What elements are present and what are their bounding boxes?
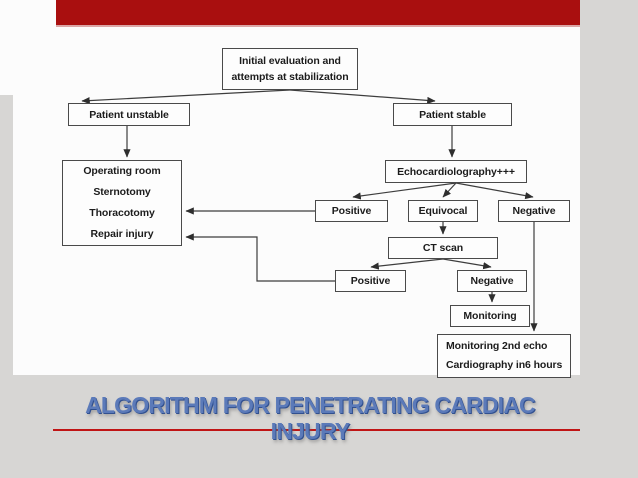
node-echocardiography-label: Echocardiolography+++ [397,165,515,178]
node-echo-equivocal: Equivocal [408,200,478,222]
node-patient-stable-label: Patient stable [419,108,486,121]
slide-background-corner [0,0,56,95]
node-second-echo-line1: Monitoring 2nd echo [446,340,548,352]
node-initial-evaluation: Initial evaluation and attempts at stabi… [222,48,358,90]
node-ct-scan: CT scan [388,237,498,259]
node-initial-evaluation-line2: attempts at stabilization [231,71,349,83]
node-monitoring: Monitoring [450,305,530,327]
node-echo-positive-label: Positive [331,205,372,217]
slide-title-line1: ALGORITHM FOR PENETRATING CARDIAC [85,392,536,418]
node-echo-negative: Negative [498,200,570,222]
node-patient-stable: Patient stable [393,103,512,126]
node-echocardiography: Echocardiolography+++ [385,160,527,183]
top-red-bar [56,0,580,27]
node-monitoring-label: Monitoring [463,310,517,322]
node-patient-unstable-label: Patient unstable [89,108,169,121]
node-operating-room-line1: Operating room [83,165,161,177]
node-echo-positive: Positive [315,200,388,222]
node-echo-negative-label: Negative [512,205,556,217]
node-initial-evaluation-line1: Initial evaluation and [239,55,341,67]
node-ct-positive-label: Positive [350,275,391,287]
slide-title-line2: INJURY [270,418,351,444]
node-ct-scan-label: CT scan [422,242,464,254]
node-operating-room: Operating room Sternotomy Thoracotomy Re… [62,160,182,246]
node-operating-room-line2: Sternotomy [93,186,151,198]
node-ct-positive: Positive [335,270,406,292]
slide-title: ALGORITHM FOR PENETRATING CARDIAC INJURY [24,392,596,444]
node-operating-room-line4: Repair injury [90,228,154,240]
node-second-echo-line2: Cardiography in6 hours [446,359,563,371]
node-operating-room-line3: Thoracotomy [89,207,155,219]
node-patient-unstable: Patient unstable [68,103,190,126]
title-underline [53,429,580,431]
node-echo-equivocal-label: Equivocal [418,205,468,217]
node-ct-negative-label: Negative [470,275,514,287]
node-ct-negative: Negative [457,270,527,292]
node-second-echo: Monitoring 2nd echo Cardiography in6 hou… [437,334,571,378]
